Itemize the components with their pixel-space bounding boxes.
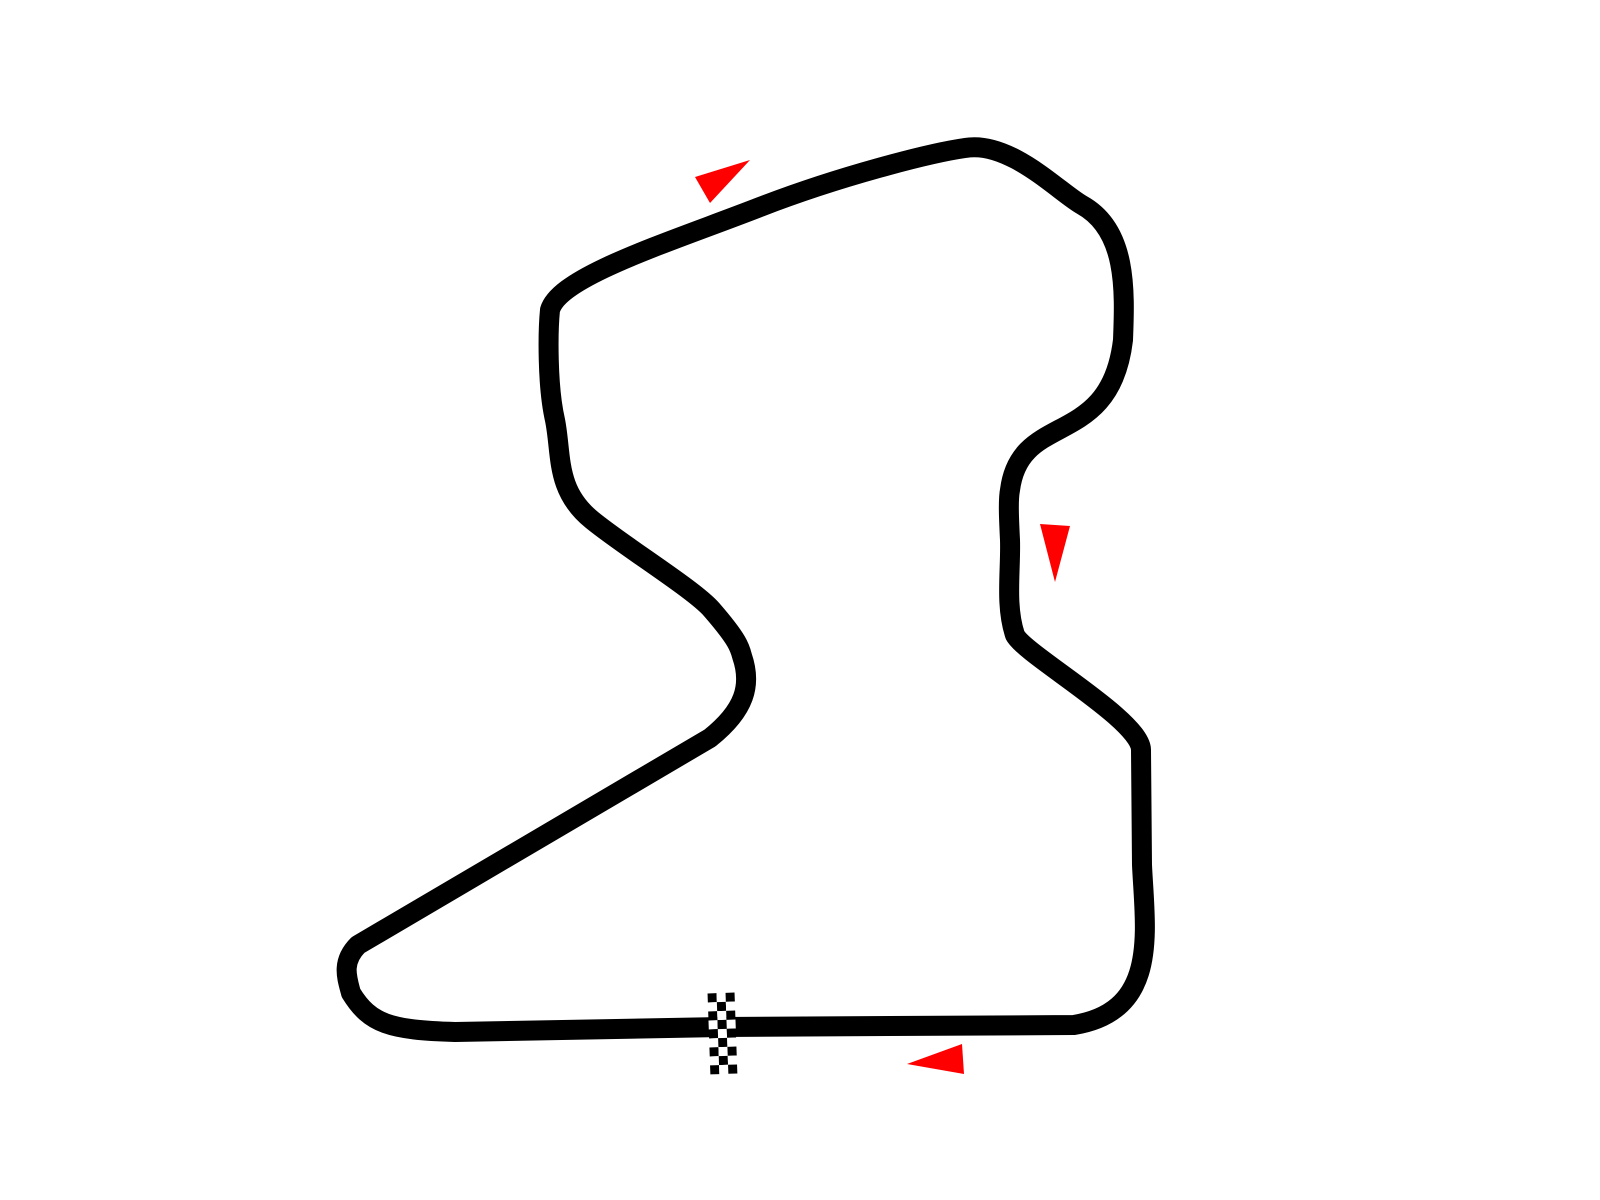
checker-square — [717, 1019, 727, 1030]
checker-square — [710, 1065, 720, 1075]
checker-square — [708, 1029, 719, 1039]
direction-arrow-icon — [695, 160, 750, 203]
checker-square — [716, 992, 726, 1003]
checker-square — [718, 1037, 728, 1048]
checker-square — [717, 1028, 728, 1039]
checker-square — [726, 1010, 736, 1020]
checker-square — [707, 1002, 718, 1012]
track-outline — [336, 137, 1155, 1042]
checker-square — [708, 1011, 718, 1021]
direction-arrow-icon — [907, 1044, 964, 1074]
checker-square — [718, 1055, 729, 1066]
checker-square — [726, 1028, 737, 1038]
checker-square — [726, 1019, 736, 1029]
checker-square — [719, 1064, 729, 1075]
checker-square — [727, 1055, 738, 1065]
checker-square — [708, 1020, 718, 1030]
checker-square — [728, 1064, 738, 1074]
checker-square — [718, 1046, 728, 1057]
checker-square — [717, 1010, 727, 1021]
checker-square — [716, 1001, 727, 1012]
checker-square — [709, 1038, 719, 1048]
checker-square — [727, 1037, 737, 1047]
checker-square — [709, 1056, 720, 1066]
checker-square — [727, 1046, 737, 1056]
checker-square — [725, 992, 735, 1002]
checker-square — [707, 993, 717, 1003]
checkered-flag-icon — [707, 992, 738, 1075]
direction-arrow-icon — [1040, 524, 1070, 582]
checker-square — [709, 1047, 719, 1057]
checker-square — [725, 1001, 736, 1011]
